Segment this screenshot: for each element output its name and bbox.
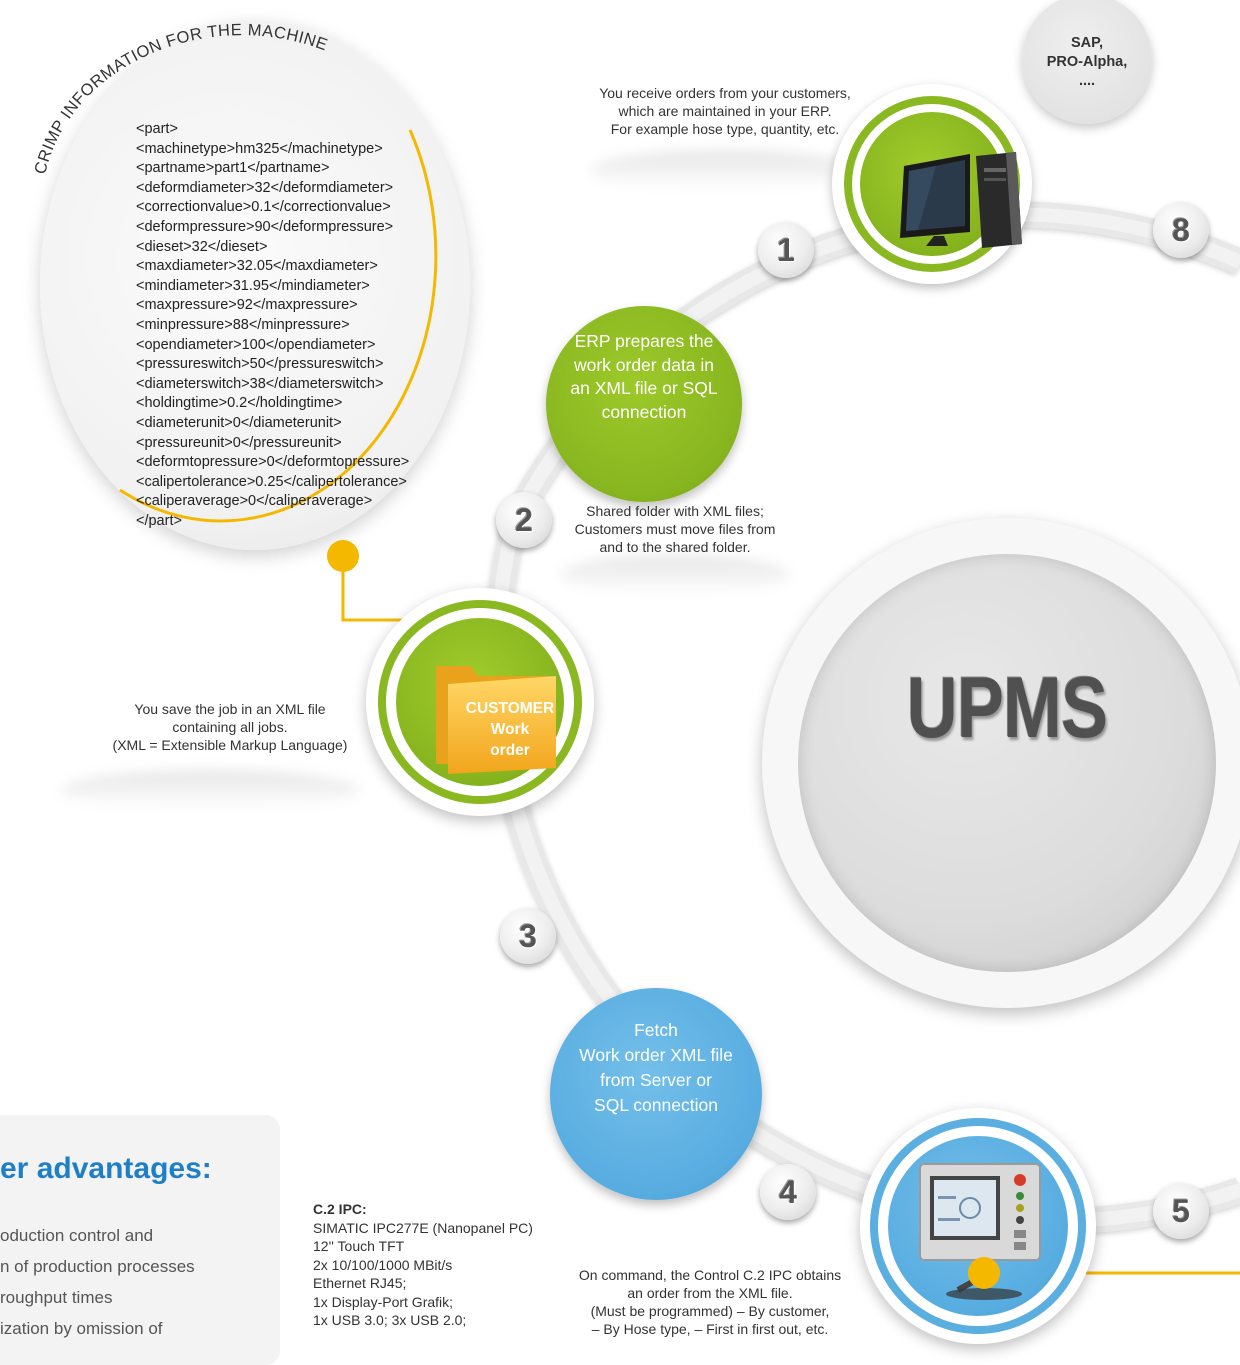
xml-line: <caliperaverage>0</caliperaverage>	[136, 493, 373, 510]
xml-line: <diameterswitch>38</diameterswitch>	[136, 375, 384, 392]
xml-line: <pressureswitch>50</pressureswitch>	[136, 356, 384, 373]
step-8-badge: 8	[1153, 202, 1209, 258]
crimp-info-circle	[40, 20, 470, 550]
save-desc-shadow	[60, 770, 360, 810]
xml-line: <dieset>32</dieset>	[136, 238, 268, 255]
xml-line: <correctionvalue>0.1</correctionvalue>	[136, 199, 391, 216]
xml-line: <machinetype>hm325</machinetype>	[136, 140, 383, 157]
xml-line: <opendiameter>100</opendiameter>	[136, 336, 376, 353]
step-1-badge: 1	[758, 222, 814, 278]
xml-line: <maxpressure>92</maxpressure>	[136, 297, 358, 314]
fetch-circle	[550, 988, 762, 1200]
save-job-description: You save the job in an XML file containi…	[112, 701, 348, 753]
erp-description: You receive orders from your customers, …	[599, 85, 851, 137]
step-2-badge: 2	[496, 492, 552, 548]
xml-line: <deformtopressure>0</deformtopressure>	[136, 454, 410, 471]
step-3-badge: 3	[500, 908, 556, 964]
shared-desc-shadow	[560, 555, 790, 595]
xml-line: <holdingtime>0.2</holdingtime>	[136, 395, 343, 412]
step-5-badge: 5	[1153, 1183, 1209, 1239]
xml-line: <deformpressure>90</deformpressure>	[136, 218, 394, 235]
upms-circle	[798, 554, 1216, 972]
step-4-badge: 4	[760, 1164, 816, 1220]
crimp-info-arc-title: CRIMP INFORMATION FOR THE MACHINE	[31, 21, 329, 176]
control-panel-icon	[919, 1163, 1041, 1300]
xml-line: <maxdiameter>32.05</maxdiameter>	[136, 258, 378, 275]
xml-line: <minpressure>88</minpressure>	[136, 316, 350, 333]
sap-badge-text: SAP, PRO-Alpha, ....	[1046, 35, 1128, 89]
advantages-panel	[0, 1115, 280, 1365]
erp-desc-shadow	[590, 150, 860, 190]
xml-line: <diameterunit>0</diameterunit>	[136, 414, 342, 431]
advantages-title: er advantages:	[0, 1152, 212, 1185]
ipc-yellow-dot	[968, 1257, 1000, 1289]
fetch-text: Fetch Work order XML file from Server or…	[579, 1020, 733, 1115]
shared-folder-description: Shared folder with XML files; Customers …	[574, 503, 776, 555]
sap-badge	[1022, 0, 1152, 124]
erp-prepares-circle	[546, 306, 742, 502]
xml-line: <partname>part1</partname>	[136, 160, 330, 177]
crimp-xml-list: <part> <machinetype>hm325</machinetype> <p…	[136, 120, 409, 531]
advantages-list: oduction control and n of production pro…	[0, 1226, 195, 1338]
erp-prepares-text: ERP prepares the work order data in an X…	[570, 331, 718, 422]
xml-line: <pressureunit>0</pressureunit>	[136, 434, 342, 451]
computer-icon	[900, 152, 1022, 248]
crimp-info-yellow-arc	[119, 129, 438, 523]
xml-line: </part>	[136, 512, 182, 529]
ipc-spec: C.2 IPC: SIMATIC IPC277E (Nanopanel PC) …	[313, 1201, 533, 1328]
xml-line: <deformdiameter>32</deformdiameter>	[136, 179, 394, 196]
folder-label: CUSTOMER Work order	[465, 700, 555, 759]
on-command-description: On command, the Control C.2 IPC obtains …	[578, 1267, 842, 1337]
folder-icon	[436, 666, 556, 774]
upms-title: UPMS	[906, 660, 1108, 756]
xml-line: <mindiameter>31.95</mindiameter>	[136, 277, 370, 294]
xml-line: <part>	[136, 121, 178, 137]
xml-line: <calipertolerance>0.25</calipertolerance…	[136, 473, 407, 490]
